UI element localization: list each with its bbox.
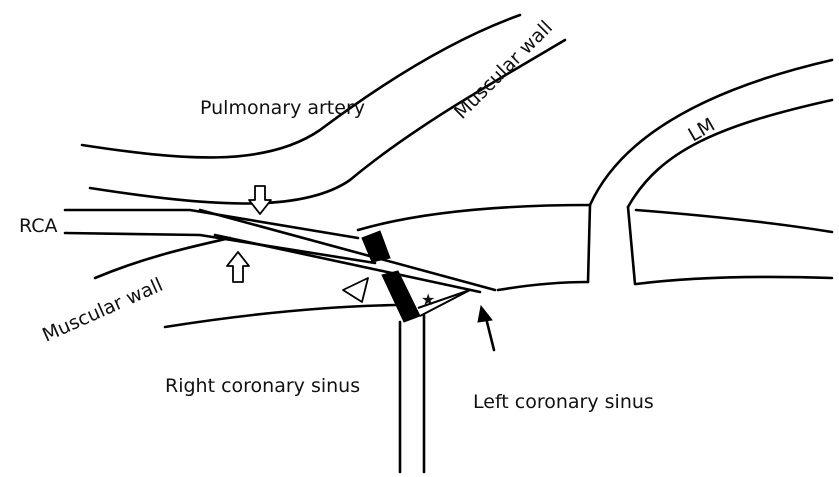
aortic-wall-lower bbox=[498, 282, 588, 290]
aortic-wall-upper bbox=[358, 205, 590, 230]
label-muscular-wall-left: Muscular wall bbox=[39, 274, 166, 347]
open-arrow-up-icon bbox=[227, 252, 249, 282]
aortic-wall-right-lower bbox=[636, 277, 832, 284]
open-arrowhead-icon bbox=[343, 278, 368, 302]
label-lm: LM bbox=[685, 114, 719, 147]
open-arrow-down-icon bbox=[249, 186, 271, 214]
label-pulmonary-artery: Pulmonary artery bbox=[200, 97, 365, 119]
star-marker-icon: ★ bbox=[421, 290, 435, 309]
lm-inner-wall bbox=[628, 100, 832, 207]
label-right-coronary-sinus: Right coronary sinus bbox=[165, 375, 360, 397]
ostial-ridge-upper-bar bbox=[362, 231, 390, 262]
intramural-segment-upper bbox=[200, 210, 495, 290]
lm-proximal-right-edge bbox=[588, 205, 590, 282]
solid-arrow-up-icon bbox=[478, 306, 494, 350]
label-muscular-wall-top: Muscular wall bbox=[450, 17, 557, 124]
label-left-coronary-sinus: Left coronary sinus bbox=[473, 391, 654, 413]
muscular-wall-left-curve bbox=[95, 238, 230, 278]
aortic-wall-right-upper bbox=[636, 210, 832, 232]
intramural-segment-lower bbox=[215, 235, 480, 292]
pulmonary-artery-wall-upper bbox=[82, 15, 520, 157]
lm-inner-edge-vertical bbox=[628, 207, 635, 284]
right-coronary-sinus-boundary bbox=[165, 305, 398, 327]
label-rca: RCA bbox=[19, 215, 58, 237]
